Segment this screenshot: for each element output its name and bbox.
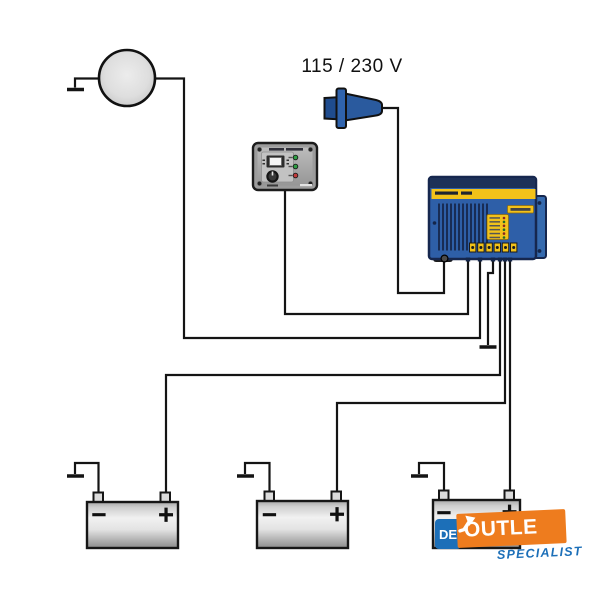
- battery2-plus: +: [328, 502, 346, 526]
- battery3-plus: +: [501, 500, 519, 524]
- led-green-2: [292, 163, 299, 170]
- panel-knob: [266, 170, 279, 187]
- battery-3: − +: [431, 489, 522, 550]
- battery-terminal-neg: [92, 491, 104, 503]
- wire-alternator-to-charger: [155, 77, 482, 340]
- charger-cable-nubs: [465, 257, 513, 262]
- charger-brand-text: [435, 191, 472, 195]
- battery1-minus: −: [91, 502, 108, 526]
- panel-title-text: [269, 148, 303, 151]
- battery-terminal-pos: [330, 490, 342, 502]
- panel-power-switch: [262, 155, 289, 168]
- plug-cone: [344, 92, 383, 122]
- charger-brand-stripe: [431, 189, 536, 199]
- charger-gland-screw: [440, 254, 449, 263]
- plug-flange: [335, 87, 347, 129]
- charger-top-band: [430, 178, 535, 188]
- battery-terminal-pos: [159, 491, 171, 503]
- battery-body: [255, 499, 350, 550]
- battery-charger-unit: [427, 175, 547, 263]
- wire-charger-to-battery2: [335, 259, 507, 492]
- wire-panel-to-charger: [283, 190, 470, 316]
- battery-terminal-neg: [438, 489, 450, 501]
- led-green-1: [292, 154, 299, 161]
- battery1-plus: +: [157, 503, 175, 527]
- charger-led-label: [486, 214, 509, 240]
- remote-panel: [251, 141, 319, 192]
- wire-alternator-ground: [73, 77, 99, 88]
- wire-battery3-ground: [417, 461, 446, 492]
- ac-plug-icon: [323, 87, 383, 129]
- charger-model-label: [507, 205, 534, 214]
- battery-body: [85, 500, 180, 550]
- panel-leds: [292, 154, 299, 179]
- charger-screw: [432, 221, 437, 225]
- battery-2: − +: [255, 490, 350, 550]
- wire-battery1-ground: [73, 461, 100, 492]
- wires: [73, 77, 512, 492]
- wire-plug-to-charger: [382, 106, 446, 295]
- battery-1: − +: [85, 491, 180, 550]
- panel-led-ticks: [288, 156, 293, 177]
- alternator-icon: [97, 48, 157, 108]
- wire-charger-ground: [486, 259, 495, 345]
- ac-voltage-label: 115 / 230 V: [301, 56, 403, 77]
- battery-terminal-neg: [263, 490, 275, 502]
- led-red: [292, 172, 299, 179]
- battery3-minus: −: [436, 500, 453, 524]
- charger-terminal-blocks: [469, 242, 518, 253]
- wire-charger-to-battery1: [164, 259, 502, 492]
- wire-battery2-ground: [243, 461, 271, 492]
- battery2-minus: −: [261, 502, 278, 526]
- panel-corner-text: [300, 184, 312, 187]
- ground-symbols: [67, 87, 497, 478]
